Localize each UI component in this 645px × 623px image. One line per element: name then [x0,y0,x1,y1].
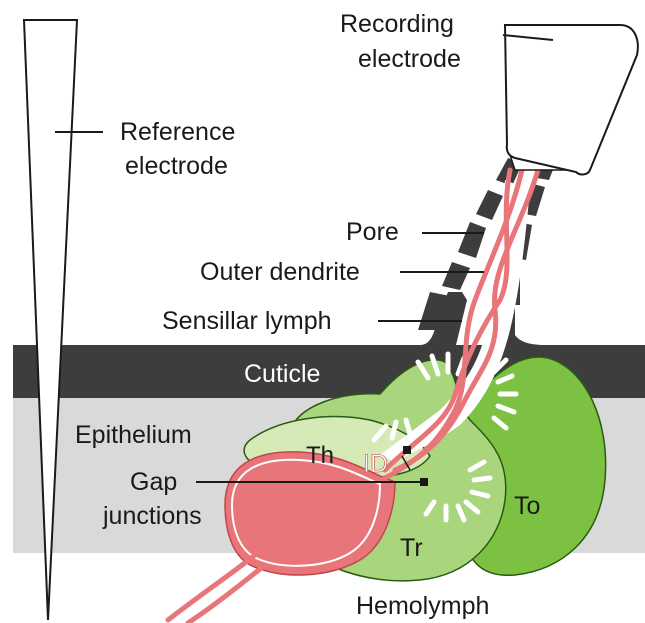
epithelium-label: Epithelium [75,421,192,449]
tormogen-label: To [514,492,540,520]
recording-electrode [505,25,638,174]
gap-junctions-label-line1: Gap [130,468,177,496]
gap-junctions-label-line2: junctions [102,502,202,530]
trichogen-label: Tr [400,534,423,562]
hemolymph-label: Hemolymph [356,592,489,620]
gap-junction-marker-lower [420,478,428,486]
reference-electrode-label-line1: Reference [120,118,235,146]
pore-label: Pore [346,218,399,246]
recording-electrode-label-line1: Recording [340,10,454,38]
outer-dendrite-label: Outer dendrite [200,258,360,286]
cuticle-label: Cuticle [244,360,320,388]
reference-electrode-label-line2: electrode [125,152,228,180]
sensillar-lymph-label: Sensillar lymph [162,307,332,335]
thecogen-label: Th [306,442,334,469]
recording-electrode-label-line2: electrode [358,45,461,73]
inner-dendrite-label: ID [363,450,388,478]
gap-junction-marker-upper [403,446,411,454]
